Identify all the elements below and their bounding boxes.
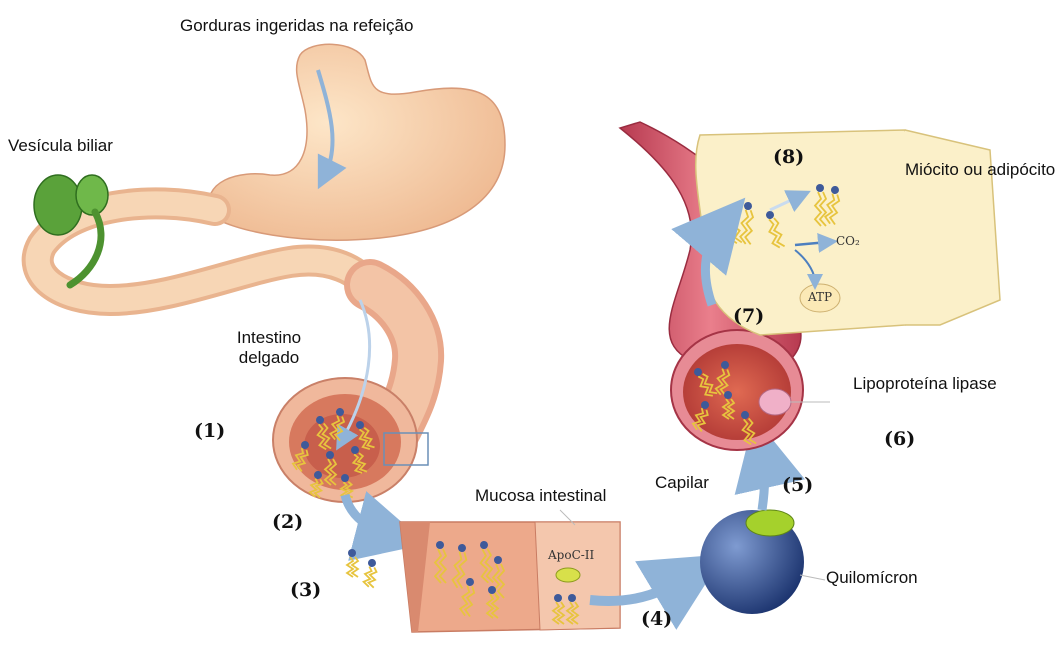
chylomicron-leader xyxy=(800,575,825,580)
lipid-molecule-head xyxy=(348,549,356,557)
step-4: (4) xyxy=(641,608,672,630)
lipid-molecule-head xyxy=(724,391,732,399)
apoc-ii-label: ApoC-II xyxy=(548,548,594,562)
chylomicron-label: Quilomícron xyxy=(826,568,918,588)
lipoprotein-lipase xyxy=(759,389,791,415)
lipid-molecule-head xyxy=(554,594,562,602)
lipid-molecule-head xyxy=(568,594,576,602)
cell-label: Miócito ou adipócito xyxy=(905,160,1055,180)
lipid-molecule-head xyxy=(494,556,502,564)
stomach xyxy=(208,44,505,240)
lipid-molecule-head xyxy=(488,586,496,594)
co2-label: CO₂ xyxy=(836,234,860,248)
chylomicron xyxy=(700,510,804,614)
step-3: (3) xyxy=(290,579,321,601)
fats-label: Gorduras ingeridas na refeição xyxy=(180,16,413,36)
capillary-label: Capilar xyxy=(655,473,709,493)
step-8: (8) xyxy=(773,146,804,168)
lipid-molecule-head xyxy=(326,451,334,459)
step-7: (7) xyxy=(733,305,764,327)
step-6: (6) xyxy=(884,428,915,450)
step-1: (1) xyxy=(194,420,225,442)
lipid-molecule-head xyxy=(436,541,444,549)
lipid-molecule xyxy=(347,549,358,577)
mucosa-label: Mucosa intestinal xyxy=(475,486,606,506)
apoc-ii-protein xyxy=(556,568,580,582)
small-intestine xyxy=(273,285,418,502)
step-5: (5) xyxy=(782,474,813,496)
lipid-molecule-head xyxy=(367,558,376,567)
atp-label: ATP xyxy=(808,290,832,304)
arrow-step-5 xyxy=(762,452,765,510)
chylomicron-apoc-ii xyxy=(746,510,794,536)
intestine-label-line2: delgado xyxy=(224,348,314,368)
lipase-label: Lipoproteína lipase xyxy=(853,374,997,394)
intestine-label: Intestino delgado xyxy=(224,328,314,368)
gallbladder-label: Vesícula biliar xyxy=(8,136,113,156)
lipid-molecule xyxy=(363,558,379,587)
step-2: (2) xyxy=(272,511,303,533)
mucosa-block xyxy=(400,522,620,632)
intestine-label-line1: Intestino xyxy=(224,328,314,348)
lipid-molecule-head xyxy=(816,184,824,192)
